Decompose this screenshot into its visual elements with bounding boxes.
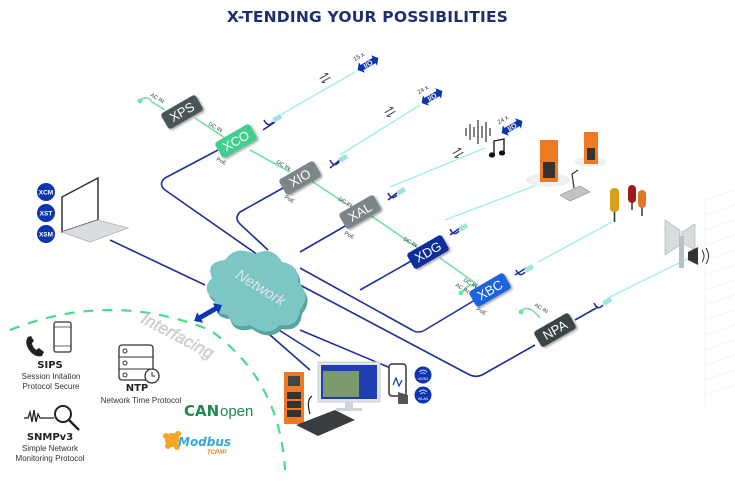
- exchange-icon: [319, 73, 331, 83]
- io-badge-label: I/O: [427, 92, 439, 103]
- io-badge-label: I/O: [507, 122, 519, 133]
- io-badge-count: 15 x: [353, 52, 366, 63]
- svg-text:TCP/IP: TCP/IP: [207, 450, 227, 456]
- io-connectors: [263, 114, 612, 309]
- horn-speaker-icon: [664, 219, 709, 268]
- wireless-badge-4g5g: 4G/5G: [414, 366, 432, 384]
- protocol-name-snmp: SNMPv3: [26, 432, 74, 443]
- snmp-magnifier-icon: [24, 405, 80, 431]
- ac-connector-xbc: [458, 290, 464, 296]
- canopen-logo: CAN open: [184, 402, 253, 420]
- smartphone-outline-icon: [53, 321, 72, 353]
- svg-text:WLAN: WLAN: [418, 397, 429, 401]
- module-xps: XPS: [161, 95, 203, 129]
- svg-text:DC IN: DC IN: [275, 160, 291, 173]
- wireless-badge-wlan: WLAN: [414, 386, 432, 404]
- network-lines: [109, 121, 599, 378]
- ac-connector-npa: [518, 309, 524, 315]
- svg-text:XSM: XSM: [39, 232, 53, 239]
- protocol-name-sips: SIPS: [37, 360, 63, 371]
- laptop-icon: [60, 176, 130, 243]
- svg-text:AC IN: AC IN: [149, 93, 165, 106]
- intercom-device-icon: [284, 372, 304, 424]
- beacon-lights-icon: [610, 185, 646, 222]
- exchange-icon: [452, 148, 464, 158]
- svg-text:PoE: PoE: [475, 307, 487, 318]
- dc-power-lines: [139, 97, 541, 319]
- protocol-name-ntp: NTP: [125, 383, 149, 394]
- smartphone-icon: [388, 363, 408, 404]
- svg-text:PoE: PoE: [283, 195, 295, 206]
- background-grid: [704, 189, 735, 410]
- soundwave-icon: [465, 120, 491, 144]
- svg-text:DC IN: DC IN: [402, 237, 418, 250]
- music-note-icon: [488, 138, 506, 158]
- monitor-icon: [317, 361, 381, 411]
- svg-text:PoE: PoE: [215, 157, 227, 168]
- phone-icon: [26, 336, 44, 357]
- io-badge-count: 24 x: [497, 115, 510, 126]
- page-title: X-TENDING YOUR POSSIBILITIES: [226, 8, 509, 26]
- laptop-badges: XCM XST XSM: [37, 183, 55, 243]
- modbus-logo: Modbus TCP/IP: [163, 431, 231, 456]
- svg-text:DC IN: DC IN: [207, 122, 223, 135]
- io-badge-3: I/O 24 x: [497, 115, 523, 136]
- badge-xcm: XCM: [37, 183, 55, 201]
- interfacing-arc: [9, 308, 287, 471]
- badge-xsm: XSM: [37, 225, 55, 243]
- protocol-desc-snmp: Simple Network Monitoring Protocol: [15, 444, 85, 463]
- io-lines: [274, 71, 696, 299]
- bidirectional-arrow-icon: [194, 303, 222, 323]
- svg-text:XST: XST: [40, 211, 53, 218]
- module-xco: XCO: [215, 124, 257, 158]
- badge-xst: XST: [37, 204, 55, 222]
- svg-text:Modbus: Modbus: [178, 435, 231, 449]
- svg-text:4G/5G: 4G/5G: [418, 377, 429, 381]
- ac-connector-xps: [137, 98, 143, 104]
- svg-text:XCM: XCM: [39, 190, 53, 197]
- io-badge-1: I/O 15 x: [353, 52, 379, 73]
- desk-microphone-icon: [296, 395, 355, 436]
- server-clock-icon: [118, 344, 160, 384]
- io-badge-2: I/O 24 x: [417, 85, 443, 106]
- io-badge-count: 24 x: [417, 85, 430, 96]
- module-xdg: XDG: [407, 235, 449, 269]
- intercom-station-icon: [526, 132, 606, 202]
- svg-text:PoE: PoE: [343, 231, 355, 242]
- svg-text:DC IN: DC IN: [337, 197, 353, 210]
- network-cloud: Network: [206, 250, 308, 336]
- protocol-desc-sips: Session Initation Protocol Secure: [21, 372, 81, 391]
- io-badge-label: I/O: [363, 59, 375, 70]
- exchange-arrows: [319, 73, 464, 158]
- svg-text:open: open: [220, 403, 253, 420]
- protocol-desc-ntp: Network Time Protocol: [100, 396, 182, 405]
- exchange-icon: [384, 107, 396, 117]
- svg-text:CAN: CAN: [184, 402, 219, 420]
